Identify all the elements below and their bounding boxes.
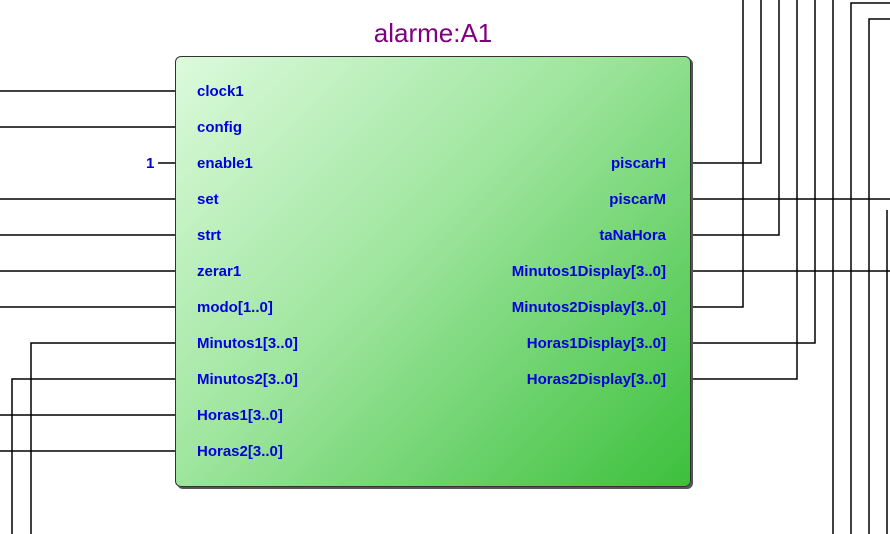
input-port-minutos2[interactable]: Minutos2[3..0] (197, 371, 298, 388)
output-port-minutos1display[interactable]: Minutos1Display[3..0] (511, 263, 666, 280)
wire-taNaHora (690, 0, 780, 236)
block-title: alarme:A1 (373, 18, 493, 48)
output-port-minutos2display[interactable]: Minutos2Display[3..0] (511, 299, 666, 316)
input-port-set[interactable]: set (197, 191, 219, 208)
wire-horas1display (690, 0, 816, 344)
output-port-tanahora[interactable]: taNaHora (599, 227, 666, 244)
output-port-horas1display[interactable]: Horas1Display[3..0] (526, 335, 666, 352)
wire-external-b (868, 18, 890, 534)
input-port-zerar1[interactable]: zerar1 (197, 263, 242, 280)
input-port-strt[interactable]: strt (197, 227, 222, 244)
input-port-modo[interactable]: modo[1..0] (197, 299, 273, 316)
output-port-piscarH[interactable]: piscarH (610, 155, 666, 172)
alarme-block[interactable] (175, 56, 691, 487)
input-port-horas2[interactable]: Horas2[3..0] (197, 443, 283, 460)
wire-minutos2display (690, 0, 744, 308)
wire-minutos1 (30, 342, 175, 534)
output-port-horas2display[interactable]: Horas2Display[3..0] (526, 371, 666, 388)
wire-horas2display (690, 0, 798, 380)
input-port-enable1[interactable]: enable1 (197, 155, 253, 172)
constant-enable1: 1 (146, 155, 155, 172)
wire-external-a (850, 2, 890, 534)
input-port-config[interactable]: config (197, 119, 242, 136)
output-port-piscarM[interactable]: piscarM (609, 191, 666, 208)
wire-minutos2 (11, 378, 175, 534)
input-port-clock1[interactable]: clock1 (197, 83, 244, 100)
input-port-horas1[interactable]: Horas1[3..0] (197, 407, 283, 424)
input-port-minutos1[interactable]: Minutos1[3..0] (197, 335, 298, 352)
wire-piscarH (690, 0, 762, 164)
